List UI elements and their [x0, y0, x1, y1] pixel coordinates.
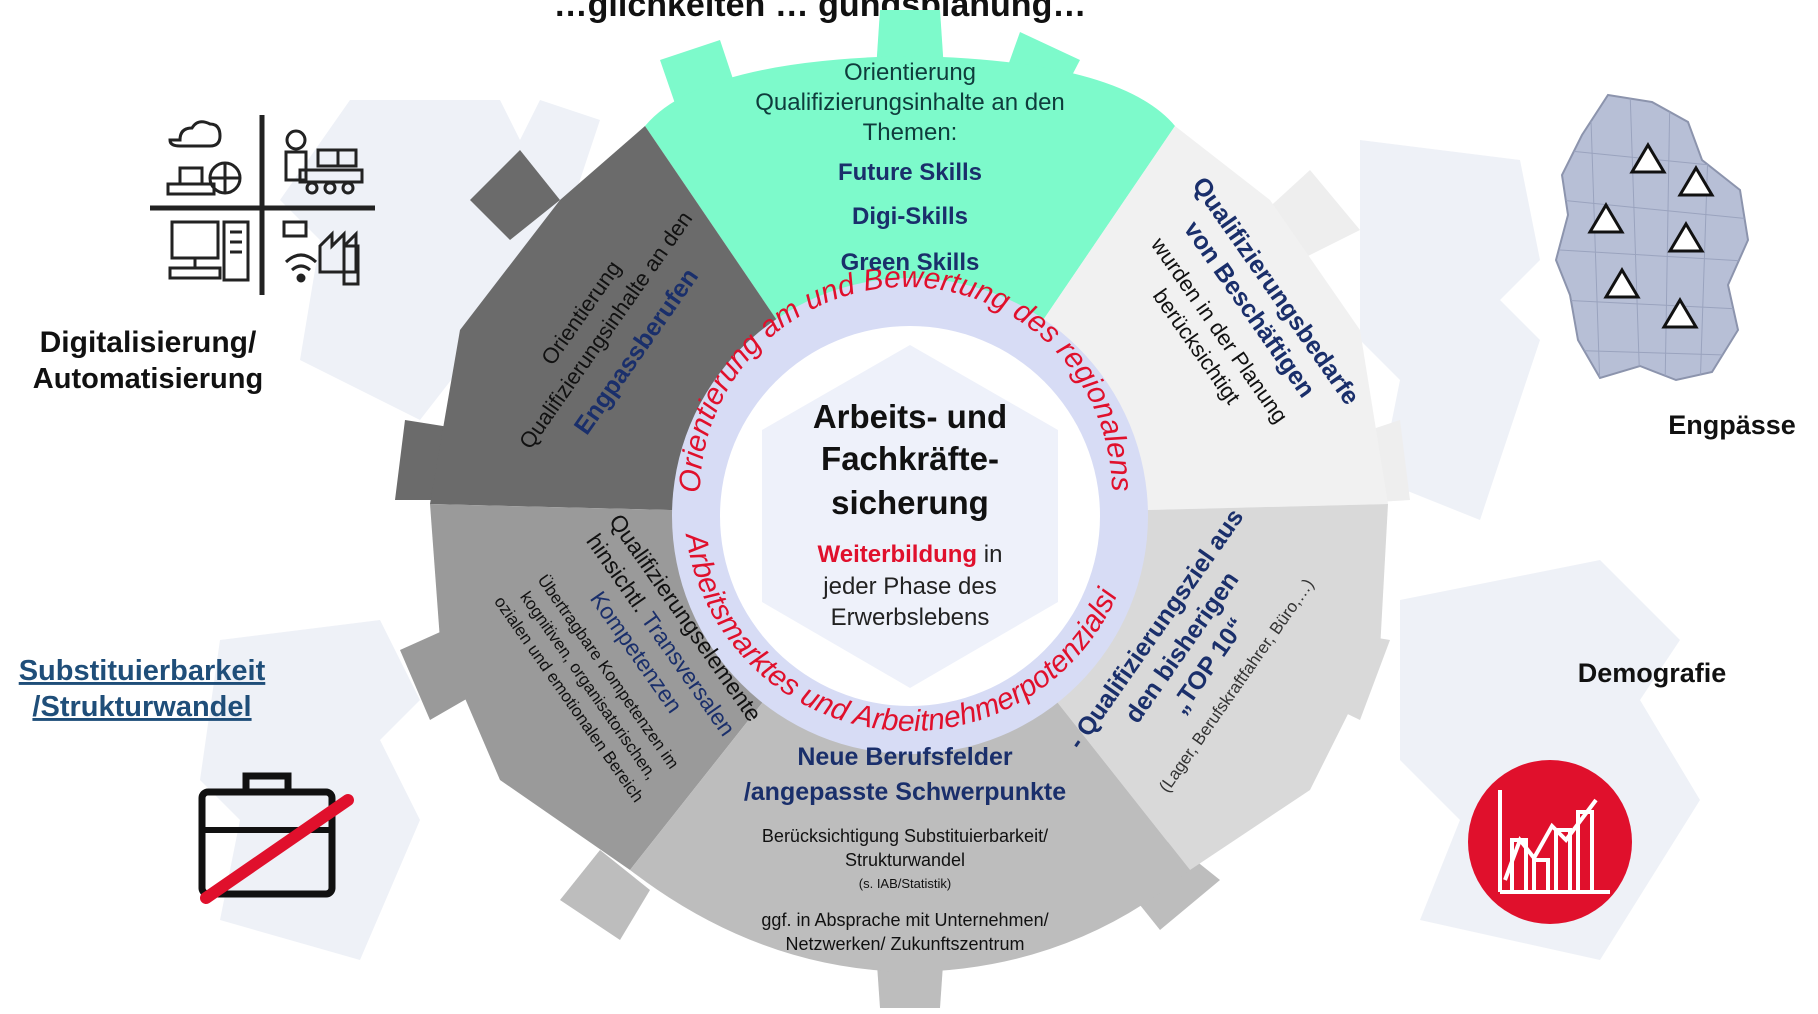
svg-text:Fachkräfte-: Fachkräfte-	[821, 440, 999, 477]
svg-text:(s. IAB/Statistik): (s. IAB/Statistik)	[859, 876, 951, 891]
svg-text:jeder Phase des: jeder Phase des	[822, 573, 996, 600]
demografie-chart-icon	[1468, 760, 1632, 924]
svg-text:Netzwerken/ Zukunftszentrum: Netzwerken/ Zukunftszentrum	[785, 934, 1024, 954]
svg-text:Neue Berufsfelder: Neue Berufsfelder	[797, 743, 1013, 771]
segment-bottom: Neue Berufsfelder /angepasste Schwerpunk…	[744, 743, 1066, 954]
germany-map-icon	[1554, 93, 1750, 382]
worker-conveyor-icon	[284, 129, 364, 195]
digital-label-line2: Automatisierung	[33, 363, 263, 395]
svg-text:Future Skills: Future Skills	[838, 159, 982, 186]
smart-factory-icon	[282, 220, 360, 286]
segment-top: Orientierung Qualifizierungsinhalte an d…	[755, 59, 1065, 276]
robot-arm-icon	[166, 120, 242, 196]
svg-text:Erwerbslebens: Erwerbslebens	[831, 604, 990, 631]
svg-text:Berücksichtigung Substituierba: Berücksichtigung Substituierbarkeit/	[762, 826, 1048, 846]
svg-text:Arbeits- und: Arbeits- und	[813, 398, 1007, 435]
svg-text:Qualifizierungsinhalte an den: Qualifizierungsinhalte an den	[755, 89, 1065, 116]
inner-hexagon	[762, 345, 1058, 688]
svg-text:Green Skills: Green Skills	[841, 249, 980, 276]
substitution-label-line2[interactable]: /Strukturwandel	[32, 691, 251, 723]
digital-label-line1: Digitalisierung/	[40, 326, 257, 359]
center-title: Arbeits- und Fachkräfte- sicherung	[813, 398, 1007, 521]
computer-server-icon	[168, 220, 250, 282]
page-title: …glichkeiten … gungsplanung…	[554, 0, 1087, 24]
svg-text:Weiterbildung in: Weiterbildung in	[818, 541, 1003, 568]
svg-text:ggf. in Absprache mit Unterneh: ggf. in Absprache mit Unternehmen/	[761, 910, 1048, 930]
svg-text:/angepasste Schwerpunkte: /angepasste Schwerpunkte	[744, 778, 1066, 806]
svg-text:Digi-Skills: Digi-Skills	[852, 203, 968, 230]
briefcase-crossed-icon	[198, 772, 354, 904]
demografie-label: Demografie	[1578, 658, 1727, 688]
substitution-label-line1[interactable]: Substituierbarkeit	[19, 655, 266, 687]
engpaesse-label: Engpässe	[1668, 410, 1796, 440]
automation-icon-grid	[150, 115, 375, 295]
svg-text:Themen:: Themen:	[863, 119, 958, 146]
svg-text:Orientierung: Orientierung	[844, 59, 976, 86]
svg-text:Strukturwandel: Strukturwandel	[845, 850, 965, 870]
svg-text:sicherung: sicherung	[831, 484, 989, 521]
center-subtitle: Weiterbildung in jeder Phase des Erwerbs…	[818, 541, 1003, 631]
